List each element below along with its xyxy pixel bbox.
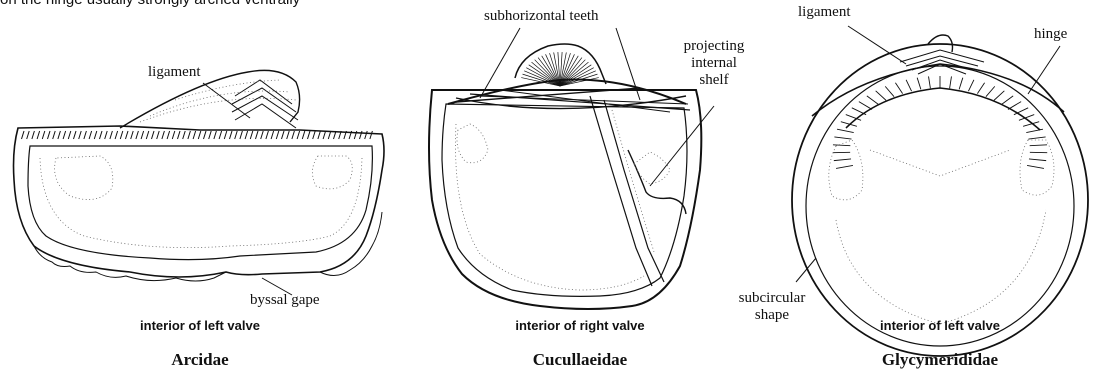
glycymerididae-view-caption: interior of left valve <box>840 318 1040 333</box>
top-caption-fragment: on the hinge usually strongly arched ven… <box>0 0 300 8</box>
cucullaeidae-shell-drawing <box>429 44 701 309</box>
arcidae-ligament-label: ligament <box>148 64 201 81</box>
cucullaeidae-family-name: Cucullaeidae <box>470 350 690 370</box>
cucullaeidae-shelf-leader <box>650 106 714 186</box>
arcidae-view-caption: interior of left valve <box>100 318 300 333</box>
arcidae-shell-drawing <box>14 70 385 281</box>
glycymerididae-hinge-label: hinge <box>1034 26 1067 43</box>
arcidae-byssal-gape-label: byssal gape <box>250 292 320 309</box>
arcidae-ligament-leader <box>203 83 250 118</box>
glycymerididae-shell-drawing <box>792 35 1088 356</box>
cucullaeidae-teeth-label: subhorizontal teeth <box>484 8 599 25</box>
cucullaeidae-shelf-label: projecting internal shelf <box>666 38 762 89</box>
glycymerididae-shape-label: subcircular shape <box>722 290 822 324</box>
glycymerididae-hinge-leader <box>1028 46 1060 94</box>
glycymerididae-ligament-label: ligament <box>798 4 851 21</box>
cucullaeidae-internal-shelf <box>628 150 686 214</box>
cucullaeidae-view-caption: interior of right valve <box>470 318 690 333</box>
arcidae-hinge-teeth <box>22 131 373 139</box>
arcidae-family-name: Arcidae <box>100 350 300 370</box>
glycymerididae-family-name: Glycymerididae <box>840 350 1040 370</box>
